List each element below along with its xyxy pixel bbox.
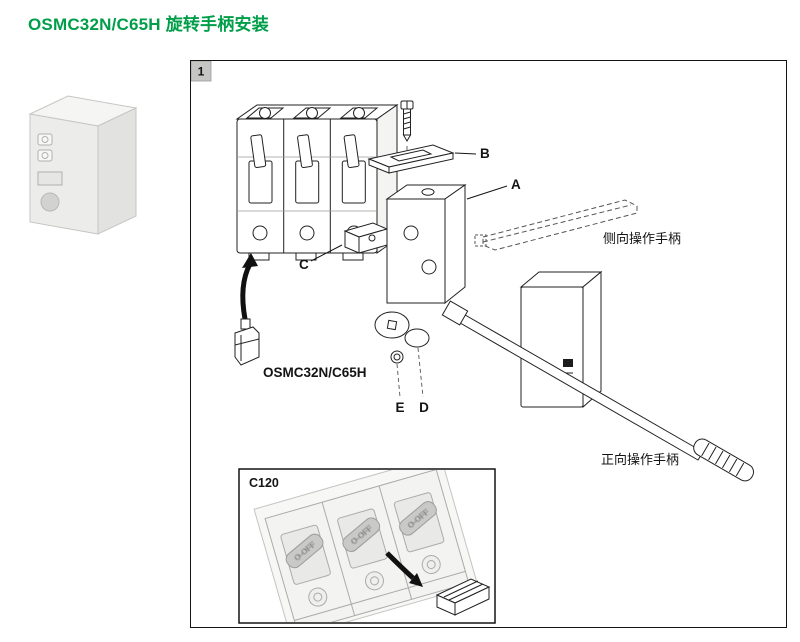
part-label-a: A bbox=[511, 177, 521, 192]
thumb-knockout-circle bbox=[40, 192, 60, 212]
label-a-leader bbox=[466, 185, 508, 200]
thumb-detail-icons bbox=[37, 133, 63, 186]
label-c-leader bbox=[310, 244, 343, 262]
figure-svg: 1 bbox=[191, 61, 754, 624]
figure-frame: 1 bbox=[190, 60, 787, 628]
handle-indicator-mark bbox=[563, 359, 573, 367]
inset-arrow bbox=[385, 551, 423, 587]
screw-illustration bbox=[400, 100, 414, 142]
ring-e-illustration bbox=[390, 350, 404, 364]
page-title: OSMC32N/C65H 旋转手柄安装 bbox=[28, 15, 269, 34]
product-label: OSMC32N/C65H bbox=[263, 365, 367, 380]
inset-breakers-illustration: O-OFF O-OFF O-OFF bbox=[253, 470, 479, 622]
label-d-leader bbox=[417, 347, 424, 398]
clip-c-illustration bbox=[343, 222, 389, 254]
up-arrow bbox=[240, 253, 258, 320]
side-handle-label: 侧向操作手柄 bbox=[603, 231, 681, 246]
front-handle-label: 正向操作手柄 bbox=[601, 452, 679, 467]
part-label-d: D bbox=[419, 400, 429, 415]
thumb-side-face bbox=[97, 107, 137, 235]
inset-content: O-OFF O-OFF O-OFF bbox=[253, 470, 491, 622]
breaker-toggle-levers bbox=[250, 134, 360, 169]
product-thumbnail-illustration bbox=[28, 95, 138, 235]
part-label-c: C bbox=[299, 257, 309, 272]
cam-d-illustration bbox=[374, 311, 430, 348]
product-thumbnail bbox=[24, 80, 144, 242]
inset-label: C120 bbox=[249, 476, 279, 490]
handle-grip bbox=[693, 438, 754, 482]
rail-part-illustration bbox=[435, 578, 491, 616]
step-number-badge: 1 bbox=[191, 61, 212, 82]
side-shaft-illustration bbox=[474, 199, 638, 251]
label-e-leader bbox=[396, 363, 401, 398]
step-number: 1 bbox=[198, 65, 205, 79]
front-handle-illustration bbox=[441, 270, 754, 482]
part-label-e: E bbox=[395, 400, 404, 415]
bracket-a-illustration bbox=[385, 184, 467, 305]
mounting-clip-illustration bbox=[234, 318, 260, 366]
plate-b-illustration bbox=[367, 144, 455, 174]
label-b-leader bbox=[454, 152, 477, 155]
breaker-illustration bbox=[235, 104, 399, 261]
part-label-b: B bbox=[480, 146, 490, 161]
